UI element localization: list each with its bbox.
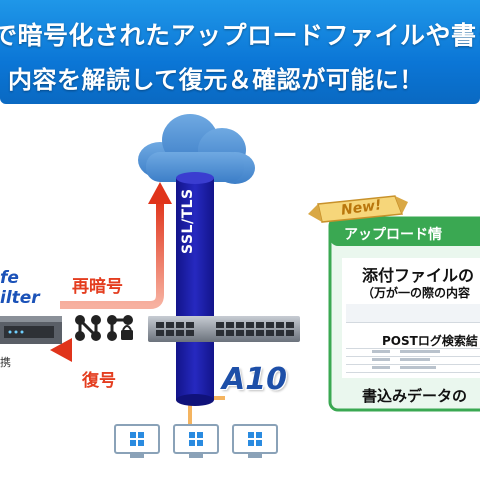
headline-line-1: で暗号化されたアップロードファイルや書き bbox=[0, 21, 480, 50]
decrypt-arrow bbox=[50, 338, 176, 362]
reencrypt-arrow bbox=[60, 182, 172, 309]
reencrypt-label: 再暗号 bbox=[72, 277, 123, 297]
decrypt-label: 復号 bbox=[82, 371, 116, 391]
monitor-icon bbox=[232, 424, 278, 458]
node-icon bbox=[75, 315, 101, 341]
a10-logo: A10 bbox=[222, 362, 287, 397]
post-log-caption: POSTログ検索結 bbox=[382, 334, 478, 348]
panel-heading-1: 添付ファイルの bbox=[362, 266, 475, 285]
panel-heading-2: （万が一の際の内容 bbox=[362, 286, 471, 300]
monitor-icon bbox=[114, 424, 160, 458]
new-badge-ribbon bbox=[308, 195, 408, 223]
panel-title: アップロード情 bbox=[344, 227, 442, 243]
upload-info-panel bbox=[328, 216, 480, 412]
network-switch-icon bbox=[148, 316, 300, 342]
left-brand-line-1: fe bbox=[0, 268, 19, 288]
left-link-caption: 携 bbox=[0, 356, 11, 369]
tunnel-label: SSL/TLS bbox=[180, 188, 196, 254]
panel-footer: 書込みデータの bbox=[362, 387, 468, 405]
left-brand-line-2: ilter bbox=[0, 288, 40, 308]
cloud-icon bbox=[138, 114, 255, 184]
headline-banner: で暗号化されたアップロードファイルや書き 内容を解読して復元＆確認が可能に！ bbox=[0, 0, 480, 104]
monitor-icon bbox=[173, 424, 219, 458]
appliance-icon bbox=[0, 316, 62, 344]
headline-line-2: 内容を解読して復元＆確認が可能に！ bbox=[8, 66, 424, 94]
lock-node-icon bbox=[107, 315, 133, 341]
